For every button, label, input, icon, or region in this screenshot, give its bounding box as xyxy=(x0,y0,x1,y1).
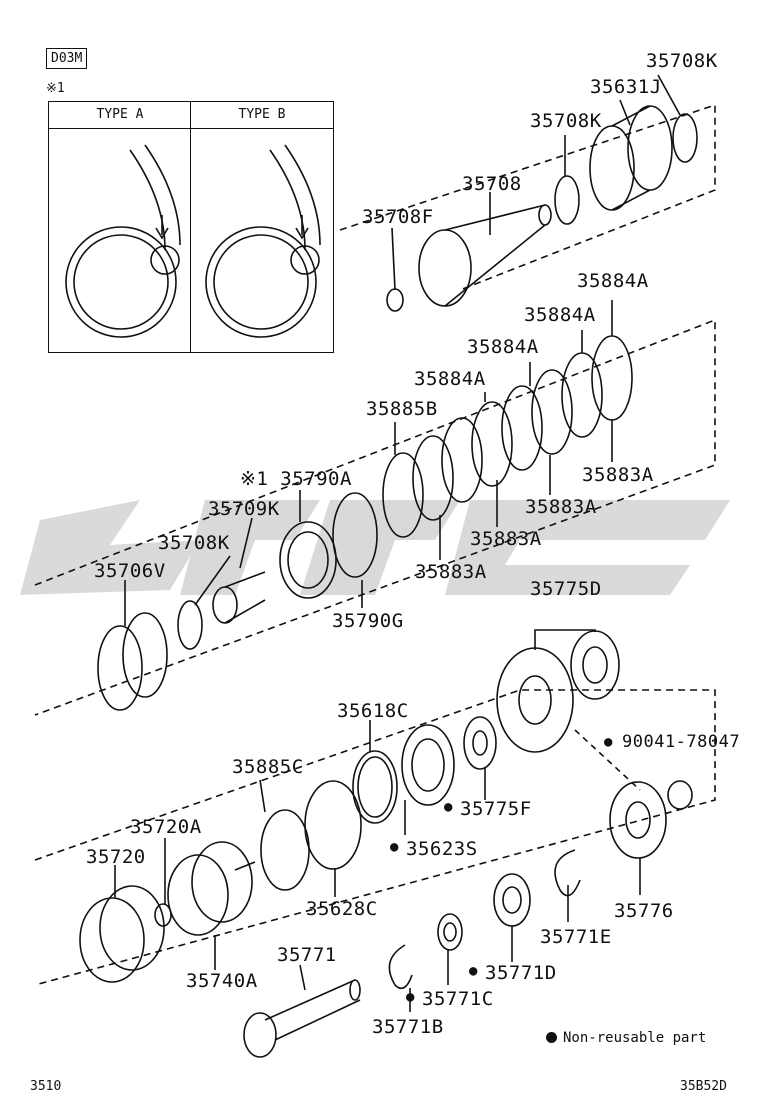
label-35623S: 35623S xyxy=(406,838,478,860)
label-35706V: 35706V xyxy=(94,560,166,582)
part-35706V-drum xyxy=(97,625,143,711)
label-35884A-4: 35884A xyxy=(414,368,486,390)
part-35623S-seal xyxy=(401,724,455,806)
label-35885B: 35885B xyxy=(366,398,438,420)
label-35771C: 35771C xyxy=(422,988,494,1010)
label-35631J: 35631J xyxy=(590,76,662,98)
model-code-tag: D03M xyxy=(46,48,88,69)
label-35709K: 35709K xyxy=(208,498,280,520)
label-35776: 35776 xyxy=(614,900,674,922)
label-35618C: 35618C xyxy=(337,700,409,722)
part-35740A-drum xyxy=(167,854,229,936)
label-35720A: 35720A xyxy=(130,816,202,838)
label-35884A-3: 35884A xyxy=(467,336,539,358)
part-35708-hub xyxy=(418,229,472,307)
label-35884A-1: 35884A xyxy=(577,270,649,292)
label-35883A-1: 35883A xyxy=(582,464,654,486)
non-reusable-dot-35771C: ● xyxy=(406,989,415,1005)
label-35790A: ※1 35790A xyxy=(240,468,352,490)
part-35631J-drum xyxy=(589,125,635,211)
part-35775D-gear xyxy=(496,647,574,753)
label-35775F: 35775F xyxy=(460,798,532,820)
part-35720A-washer xyxy=(154,903,172,927)
label-35708K-top: 35708K xyxy=(646,50,718,72)
group-boundary-bottom xyxy=(34,689,716,986)
label-35771E: 35771E xyxy=(540,926,612,948)
part-35775D-bearing xyxy=(570,630,620,700)
label-35708: 35708 xyxy=(462,173,522,195)
group-boundary-top xyxy=(339,103,716,291)
part-35771D-bearing xyxy=(493,873,531,927)
label-35708K-mid: 35708K xyxy=(530,110,602,132)
non-reusable-dot-35771D: ● xyxy=(469,963,478,979)
label-35775D: 35775D xyxy=(530,578,602,600)
page-number-left: 3510 xyxy=(30,1079,62,1094)
label-90041-78047: 90041-78047 xyxy=(622,732,741,752)
part-35885C-snap-ring xyxy=(260,809,310,891)
label-35883A-3: 35883A xyxy=(470,528,542,550)
part-90041-nut xyxy=(667,780,693,810)
non-reusable-dot-90041: ● xyxy=(604,734,613,750)
note-mark: ※1 xyxy=(46,81,65,96)
part-35771C-bearing xyxy=(437,913,463,951)
part-35708K-top xyxy=(672,113,698,163)
clutch-disc-stack xyxy=(382,335,633,538)
part-35771B-clip xyxy=(388,944,413,990)
label-35885C: 35885C xyxy=(232,756,304,778)
label-35720: 35720 xyxy=(86,846,146,868)
non-reusable-dot-35623S: ● xyxy=(390,839,399,855)
label-35790G: 35790G xyxy=(332,610,404,632)
legend-dot-icon xyxy=(546,1032,557,1043)
part-35790A xyxy=(279,521,337,599)
label-35740A: 35740A xyxy=(186,970,258,992)
label-35708F: 35708F xyxy=(362,206,434,228)
type-divider xyxy=(190,102,191,352)
label-35708K-low: 35708K xyxy=(158,532,230,554)
legend-text: Non-reusable part xyxy=(563,1030,707,1046)
part-35771E-clip xyxy=(554,849,581,897)
legend: Non-reusable part xyxy=(546,1030,706,1046)
part-35708F xyxy=(386,288,404,312)
type-b-header: TYPE B xyxy=(191,102,333,129)
part-35628C xyxy=(304,780,362,870)
part-35708K-low xyxy=(177,600,203,650)
label-35628C: 35628C xyxy=(306,898,378,920)
label-35884A-2: 35884A xyxy=(524,304,596,326)
label-35771B: 35771B xyxy=(372,1016,444,1038)
part-35618C xyxy=(352,750,398,824)
part-35708K-mid xyxy=(554,175,580,225)
non-reusable-dot-35775F: ● xyxy=(444,799,453,815)
label-35883A-4: 35883A xyxy=(415,561,487,583)
part-35771-shaft xyxy=(243,979,361,1058)
part-35790G-snap-ring xyxy=(332,492,378,578)
part-35720-carrier xyxy=(79,897,145,983)
type-a-header: TYPE A xyxy=(49,102,191,129)
snap-ring-type-box: TYPE A TYPE B xyxy=(48,101,334,353)
label-35771: 35771 xyxy=(277,944,337,966)
label-35771D: 35771D xyxy=(485,962,557,984)
part-35775F-bearing xyxy=(463,716,497,770)
part-35776-gear xyxy=(609,781,667,859)
group-boundary-middle xyxy=(34,318,716,716)
page-code-right: 35B52D xyxy=(680,1079,727,1094)
label-35883A-2: 35883A xyxy=(525,496,597,518)
